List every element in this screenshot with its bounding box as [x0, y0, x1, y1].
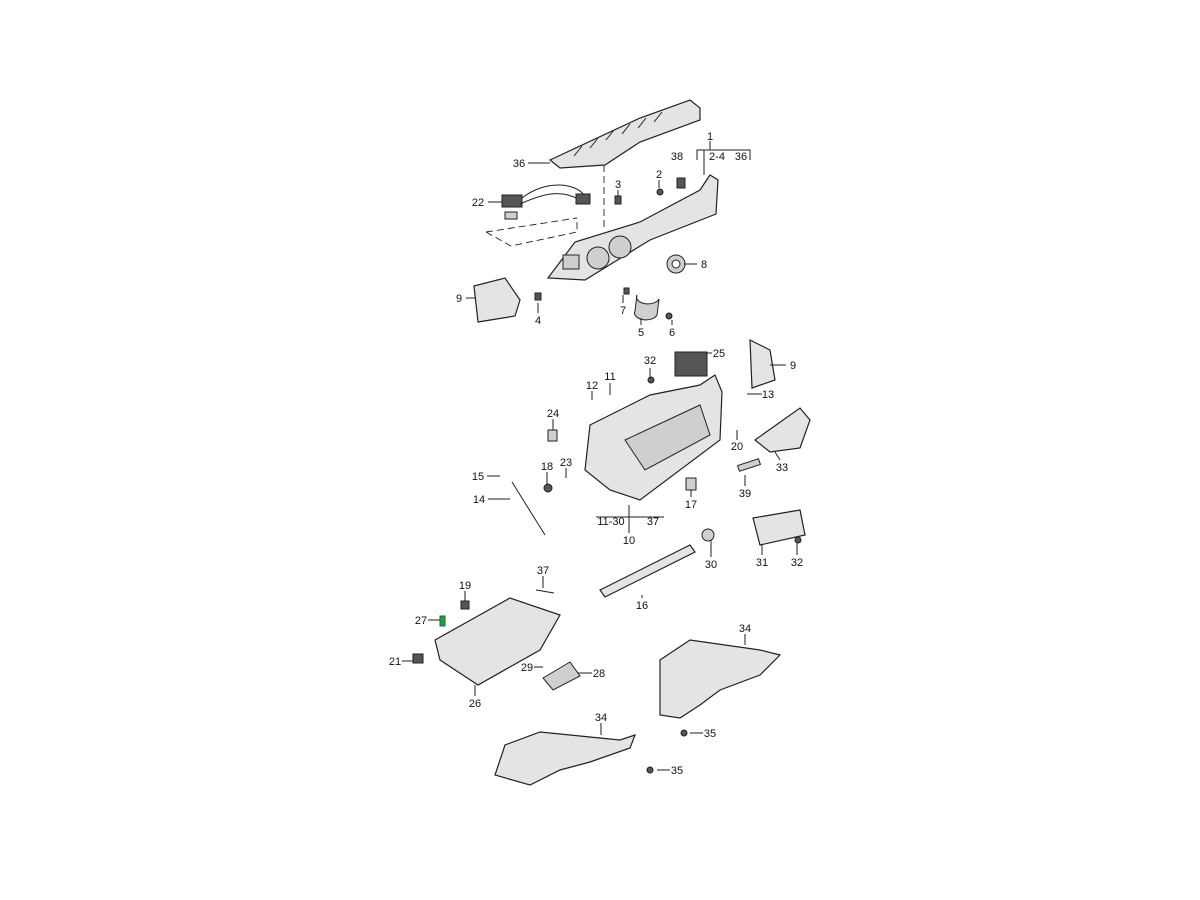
callout-19[interactable]: 19: [459, 580, 471, 592]
callout-12[interactable]: 12: [586, 380, 598, 392]
callout-9-side[interactable]: 9: [790, 360, 796, 372]
callout-2-4[interactable]: 2-4: [709, 151, 725, 163]
callout-37[interactable]: 37: [537, 565, 549, 577]
callout-4[interactable]: 4: [535, 315, 541, 327]
part-33-knee-trim[interactable]: [754, 407, 811, 453]
part-28-latch[interactable]: [542, 661, 581, 691]
callout-1[interactable]: 1: [707, 131, 713, 143]
part-vent-opening-left: [586, 246, 610, 270]
part-3-clip[interactable]: [614, 195, 622, 205]
part-39-strip[interactable]: [736, 458, 762, 472]
callout-36[interactable]: 36: [513, 158, 525, 170]
callout-25[interactable]: 25: [713, 348, 725, 360]
callout-31[interactable]: 31: [756, 557, 768, 569]
callout-34-right[interactable]: 34: [739, 623, 751, 635]
part-30-lock[interactable]: [701, 528, 715, 542]
callout-10[interactable]: 10: [623, 535, 635, 547]
callout-14[interactable]: 14: [473, 494, 485, 506]
part-31-box[interactable]: [752, 509, 806, 546]
part-24-clip[interactable]: [547, 429, 558, 442]
part-27-screw-highlighted[interactable]: [439, 615, 446, 627]
callout-24[interactable]: 24: [547, 408, 559, 420]
part-harness-clip[interactable]: [504, 211, 518, 220]
callout-16[interactable]: 16: [636, 600, 648, 612]
callout-28[interactable]: 28: [593, 668, 605, 680]
callout-18[interactable]: 18: [541, 461, 553, 473]
part-6-screw[interactable]: [665, 312, 673, 320]
part-18-pin[interactable]: [543, 483, 553, 493]
callout-32[interactable]: 32: [644, 355, 656, 367]
callout-11-30[interactable]: 11-30: [597, 516, 624, 528]
part-housing-tray: [624, 404, 711, 471]
part-9-end-cap[interactable]: [473, 277, 521, 323]
callout-35-right[interactable]: 35: [704, 728, 716, 740]
part-switch-recess: [562, 254, 580, 270]
callout-22[interactable]: 22: [472, 197, 484, 209]
callout-6[interactable]: 6: [669, 327, 675, 339]
callout-27[interactable]: 27: [415, 615, 427, 627]
part-34-underpanel-right[interactable]: [659, 639, 782, 719]
part-2-screw[interactable]: [656, 188, 664, 196]
part-25-grille[interactable]: [674, 351, 708, 377]
part-harness-connector[interactable]: [501, 194, 523, 208]
part-19-bracket[interactable]: [460, 600, 470, 610]
callout-9[interactable]: 9: [456, 293, 462, 305]
callout-34-left[interactable]: 34: [595, 712, 607, 724]
part-21-bracket[interactable]: [412, 653, 424, 664]
callout-3[interactable]: 3: [615, 179, 621, 191]
callout-21[interactable]: 21: [389, 656, 401, 668]
callout-36-sub[interactable]: 36: [735, 151, 747, 163]
callout-33[interactable]: 33: [776, 462, 788, 474]
callout-2[interactable]: 2: [656, 169, 662, 181]
callout-39[interactable]: 39: [739, 488, 751, 500]
callout-17[interactable]: 17: [685, 499, 697, 511]
part-5-vent-ring[interactable]: [634, 294, 660, 321]
part-17-bumper[interactable]: [685, 477, 697, 491]
callout-29[interactable]: 29: [521, 662, 533, 674]
callout-20[interactable]: 20: [731, 441, 743, 453]
part-32-screw-top[interactable]: [647, 376, 655, 384]
callout-30[interactable]: 30: [705, 559, 717, 571]
part-38-bushing[interactable]: [676, 177, 686, 189]
callout-37-sub[interactable]: 37: [647, 516, 659, 528]
part-34-underpanel-left[interactable]: [494, 731, 637, 786]
part-16-lock-rod[interactable]: [599, 544, 696, 598]
callout-5[interactable]: 5: [638, 327, 644, 339]
part-9-side-panel[interactable]: [749, 339, 776, 389]
part-14-damper[interactable]: [511, 481, 546, 536]
callout-13[interactable]: 13: [762, 389, 774, 401]
callout-11[interactable]: 11: [604, 371, 615, 383]
callout-7[interactable]: 7: [620, 305, 626, 317]
callout-38[interactable]: 38: [671, 151, 683, 163]
part-35-screw-right[interactable]: [680, 729, 688, 737]
part-35-screw-left[interactable]: [646, 766, 654, 774]
callout-26[interactable]: 26: [469, 698, 481, 710]
part-26-glovebox-lid[interactable]: [434, 597, 561, 686]
part-37-bolt[interactable]: [535, 589, 555, 594]
callout-15[interactable]: 15: [472, 471, 484, 483]
part-vent-opening-right: [608, 235, 632, 259]
callout-35-left[interactable]: 35: [671, 765, 683, 777]
part-32-screw[interactable]: [794, 536, 802, 544]
callout-32-box[interactable]: 32: [791, 557, 803, 569]
part-harness-plug[interactable]: [575, 193, 591, 205]
part-harness-wire: [519, 184, 586, 205]
part-top-cover[interactable]: [548, 99, 701, 169]
part-7-clip[interactable]: [623, 287, 630, 295]
callout-23[interactable]: 23: [560, 457, 572, 469]
callout-8[interactable]: 8: [701, 259, 707, 271]
part-4-clip[interactable]: [534, 292, 542, 301]
